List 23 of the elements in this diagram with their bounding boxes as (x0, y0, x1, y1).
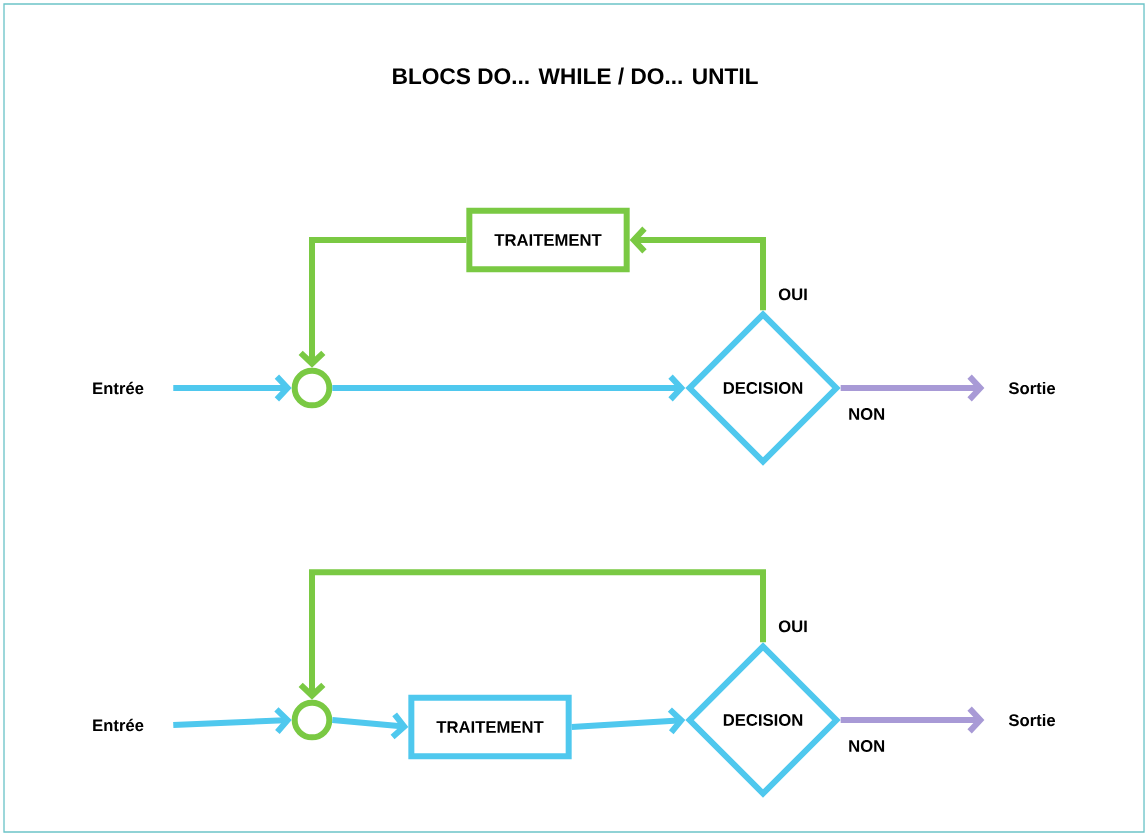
arrow (298, 569, 766, 700)
arrow (629, 226, 766, 311)
exit-label: Sortie (1008, 713, 1056, 727)
edge-label: NON (849, 408, 885, 420)
arrow (840, 706, 985, 734)
edge-label: NON (849, 740, 885, 752)
edge-label: OUI (778, 620, 807, 633)
process-box: TRAITEMENT (408, 694, 572, 760)
exit-label: Sortie (1008, 381, 1056, 395)
junction-circle (291, 367, 333, 409)
title: BLOCS DO... WHILE / DO... UNTIL (393, 67, 758, 85)
edge-label: OUI (778, 288, 807, 301)
process-box: TRAITEMENT (466, 207, 630, 273)
arrow (173, 374, 292, 402)
arrow (332, 712, 409, 740)
junction-circle (291, 699, 333, 741)
arrow (571, 707, 686, 735)
arrow (298, 237, 467, 368)
arrow (173, 707, 292, 734)
entry-label: Entrée (93, 718, 144, 732)
entry-label: Entrée (93, 381, 144, 395)
arrow (332, 374, 686, 402)
arrow (840, 374, 985, 402)
